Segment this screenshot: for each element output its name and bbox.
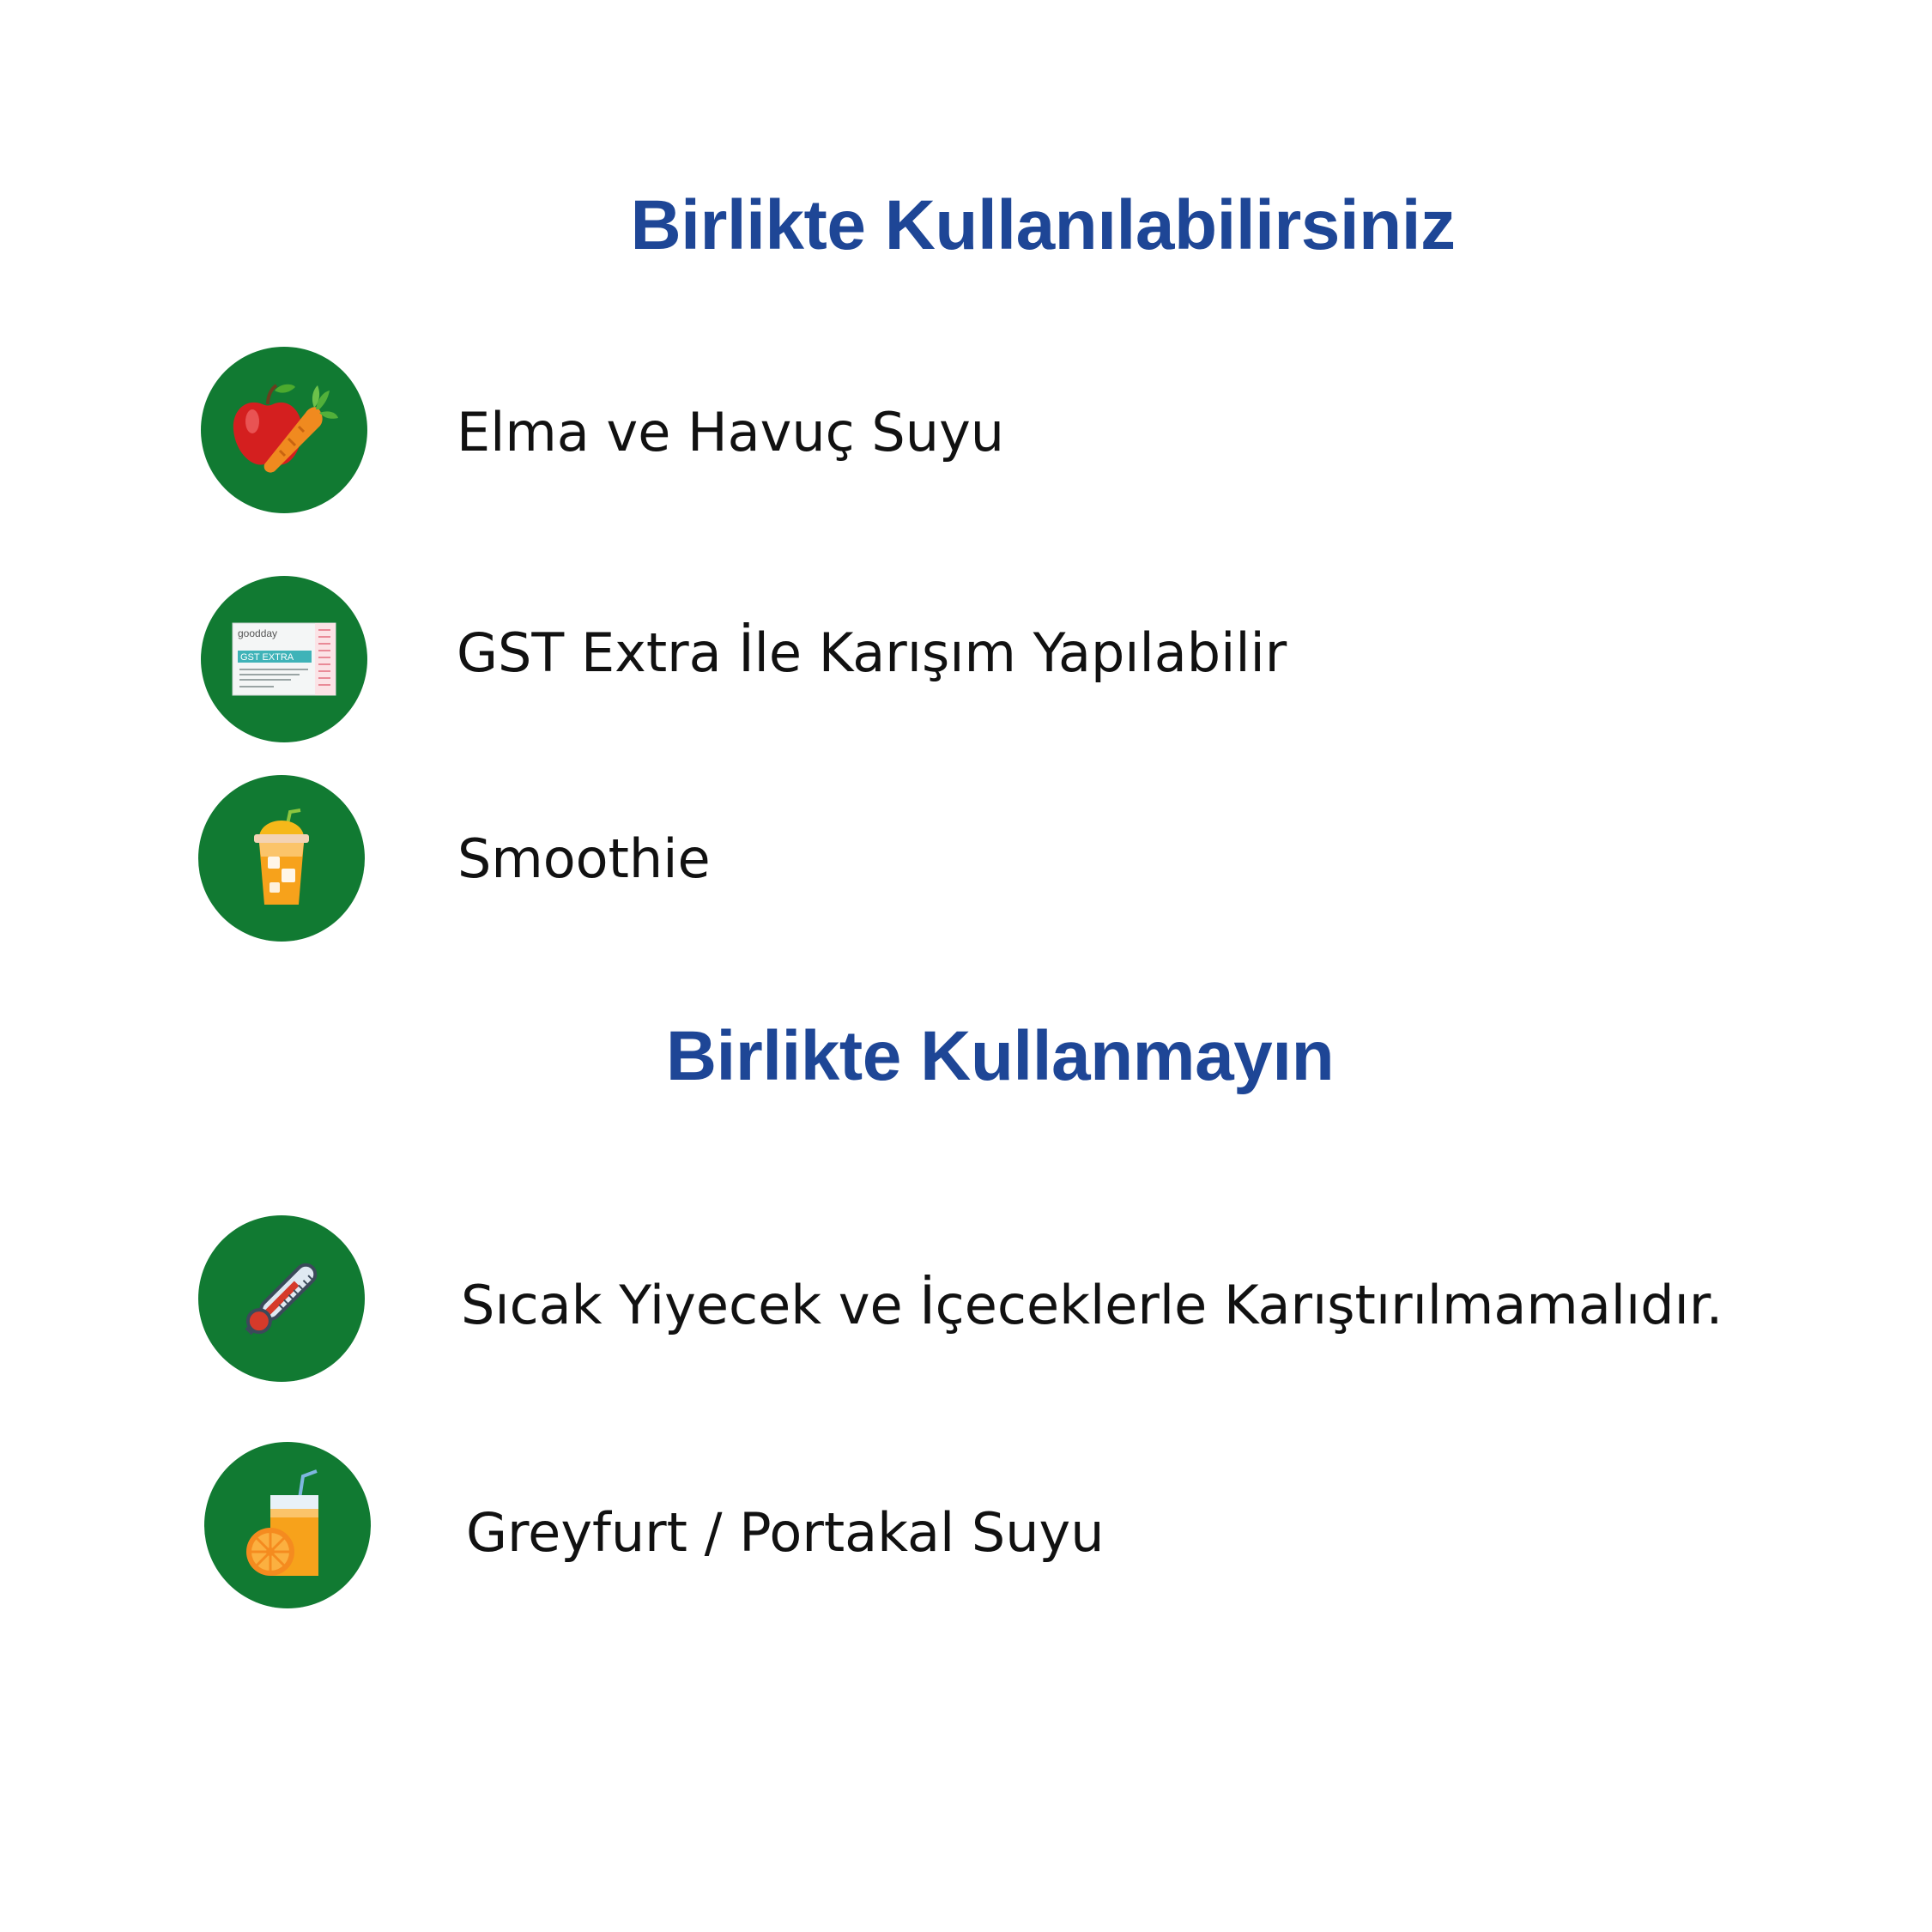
thermometer-badge [198, 1215, 365, 1382]
orange-juice-icon [246, 1469, 318, 1576]
item-label-apple-carrot-juice: Elma ve Havuç Suyu [457, 401, 1005, 463]
smoothie-cup-icon [254, 809, 309, 905]
thermometer-icon [245, 1263, 318, 1335]
item-label-hot-food-drinks: Sıcak Yiyecek ve İçeceklerle Karıştırılm… [461, 1274, 1723, 1336]
section-title-do-not-use-with: Birlikte Kullanmayın [665, 1017, 1335, 1095]
item-label-gst-extra: GST Extra İle Karışım Yapılabilir [457, 621, 1287, 684]
orange-juice-badge [204, 1442, 371, 1608]
item-label-smoothie: Smoothie [457, 827, 711, 890]
package-brand-text: goodday [238, 627, 277, 639]
package-label-text: GST EXTRA [240, 652, 294, 663]
item-label-grapefruit-orange-juice: Greyfurt / Portakal Suyu [466, 1501, 1105, 1564]
smoothie-badge [198, 775, 365, 942]
apple-carrot-icon [233, 384, 338, 473]
gst-extra-package-icon: goodday GST EXTRA [232, 622, 336, 696]
gst-extra-badge: goodday GST EXTRA [201, 576, 367, 742]
section-title-usable-with: Birlikte Kullanılabilirsiniz [630, 186, 1456, 264]
apple-carrot-badge [201, 347, 367, 513]
